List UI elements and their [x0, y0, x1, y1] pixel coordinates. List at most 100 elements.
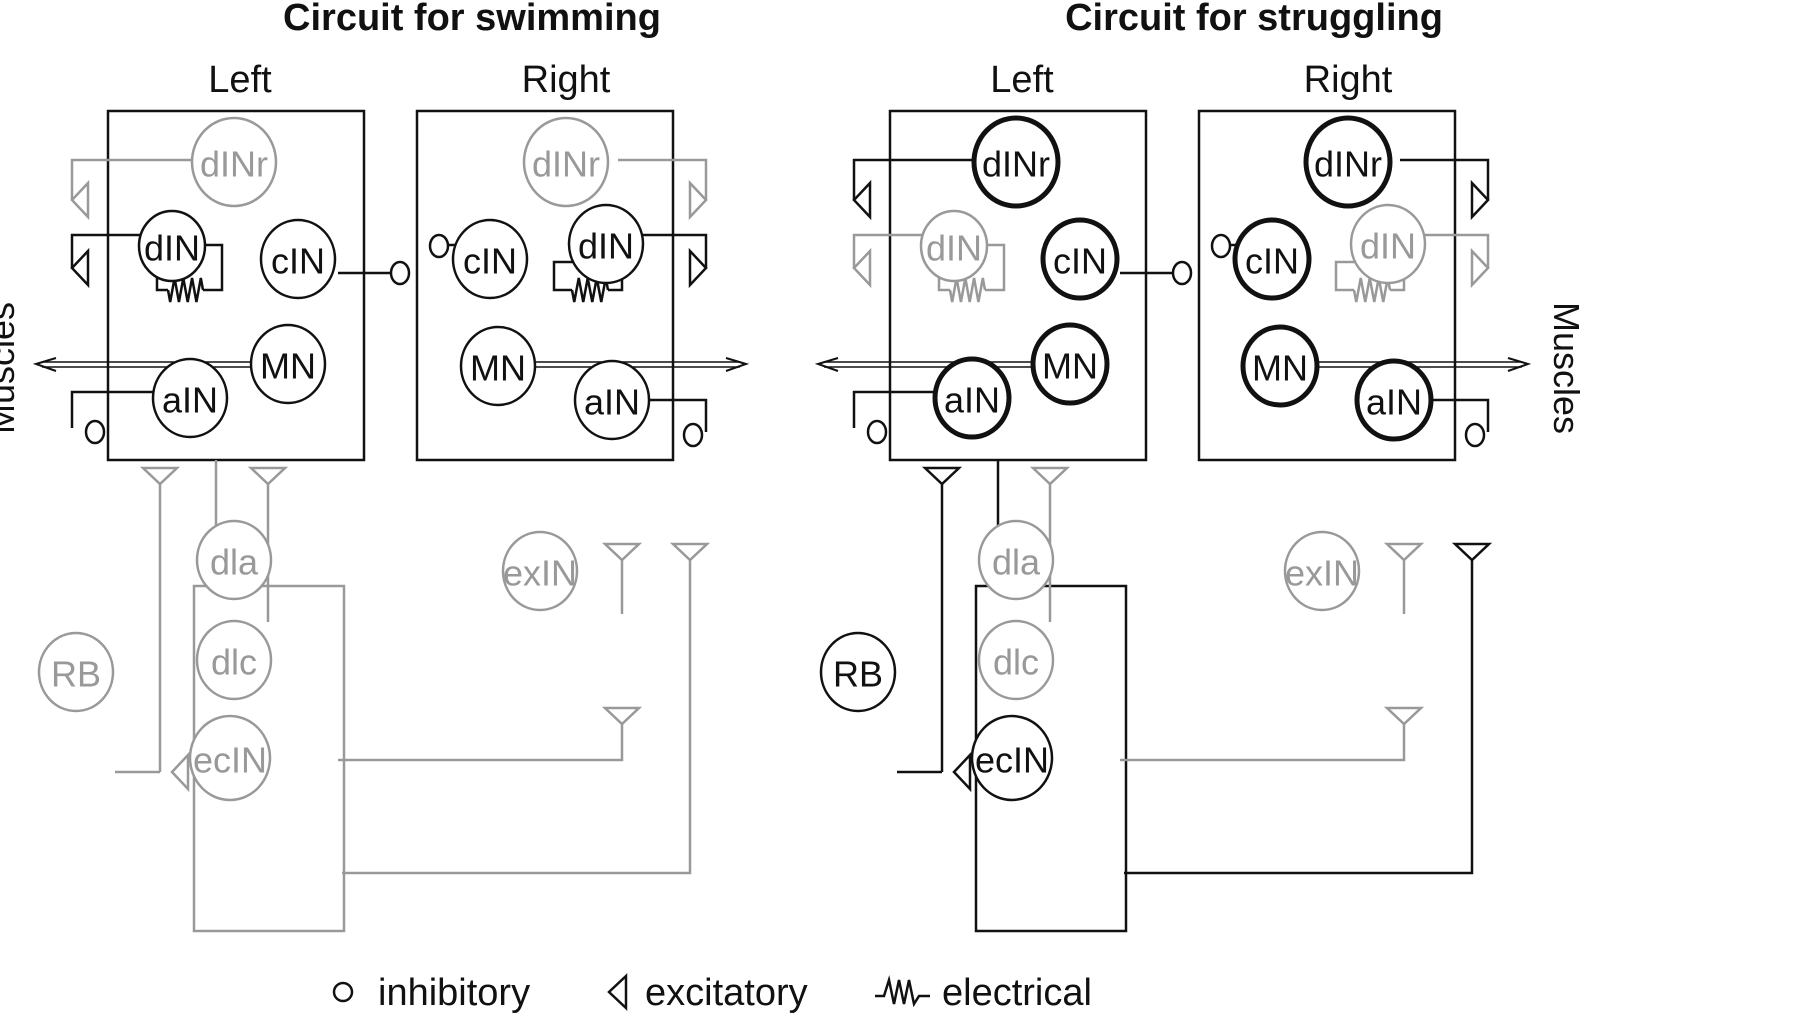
- muscles-label: Muscles: [0, 302, 22, 434]
- neuron-l-mn: MN: [1030, 322, 1110, 406]
- neuron-label: aIN: [584, 382, 640, 423]
- dlc-axon: [1120, 724, 1406, 762]
- neuron-rb: RB: [819, 631, 897, 713]
- neuron-r-cin: cIN: [451, 218, 529, 300]
- neuron-label: exIN: [1285, 553, 1359, 594]
- neuron-l-mn: MN: [249, 323, 327, 405]
- panel-title: Circuit for swimming: [283, 0, 661, 39]
- neuron-circle: [971, 115, 1061, 209]
- excitatory-synapse-icon: [1383, 706, 1425, 726]
- neuron-circle: [195, 519, 273, 601]
- arrow-left-icon: [814, 357, 839, 372]
- neuron-exin: exIN: [1283, 530, 1361, 612]
- neuron-label: cIN: [1245, 241, 1299, 282]
- arrow-left-icon: [32, 357, 57, 372]
- neuron-circle: [932, 356, 1012, 440]
- neuron-l-ain: aIN: [932, 356, 1012, 440]
- excitatory-synapse-icon: [1383, 542, 1425, 562]
- inhibitory-synapse-icon: [682, 422, 704, 448]
- neuron-circle: [459, 325, 537, 407]
- neuron-label: dINr: [982, 144, 1050, 185]
- neuron-l-ain: aIN: [151, 357, 229, 439]
- neuron-label: dlc: [993, 642, 1039, 683]
- neuron-circle: [1354, 358, 1434, 442]
- neuron-circle: [567, 203, 645, 285]
- neuron-l-cin: cIN: [1040, 217, 1120, 301]
- excitatory-synapse-icon: [70, 179, 90, 221]
- din-left-gap-wire: [985, 243, 1006, 292]
- left-hemicord-box: [888, 109, 1148, 462]
- neuron-l-cin: cIN: [259, 218, 337, 300]
- dinr-right-axon: [1400, 158, 1490, 200]
- dinr-left-axon: [852, 158, 976, 200]
- neuron-label: aIN: [944, 380, 1000, 421]
- neuron-circle: [259, 218, 337, 300]
- ain-left-axon: [70, 390, 155, 428]
- neuron-label: aIN: [1366, 382, 1422, 423]
- neuron-circle: [1240, 324, 1320, 408]
- neuron-label: RB: [51, 654, 101, 695]
- neuron-circle: [137, 209, 207, 283]
- neuron-circle: [188, 714, 272, 802]
- neuron-label: ecIN: [975, 740, 1049, 781]
- excitatory-synapse-icon: [1029, 466, 1071, 486]
- neuron-label: dINr: [1314, 144, 1382, 185]
- ecin-axon: [342, 560, 692, 875]
- neuron-r-cin: cIN: [1232, 217, 1312, 301]
- neuron-label: exIN: [503, 553, 577, 594]
- neuron-label: RB: [833, 654, 883, 695]
- inhibitory-synapse-icon: [1171, 260, 1193, 286]
- neuron-circle: [249, 323, 327, 405]
- neuron-circle: [1283, 530, 1361, 612]
- electrical-synapse-icon: [570, 277, 610, 303]
- excitatory-synapse-icon: [852, 179, 872, 221]
- dlc-axon: [338, 724, 624, 762]
- excitatory-synapse-icon: [921, 466, 963, 486]
- neuron-l-din: dIN: [919, 209, 989, 283]
- neuron-label: aIN: [162, 380, 218, 421]
- excitatory-synapse-icon: [607, 973, 628, 1011]
- inhibitory-synapse-icon: [428, 233, 450, 259]
- neuron-circle: [819, 631, 897, 713]
- dinr-left-axon: [70, 158, 194, 200]
- neuron-label: cIN: [271, 241, 325, 282]
- neuron-dlc: dlc: [195, 619, 273, 701]
- neuron-circle: [451, 218, 529, 300]
- neuron-label: MN: [260, 346, 316, 387]
- neuron-label: MN: [1252, 348, 1308, 389]
- neuron-label: cIN: [1053, 241, 1107, 282]
- excitatory-synapse-icon: [1470, 179, 1490, 221]
- electrical-synapse-icon: [875, 975, 930, 1008]
- neuron-label: cIN: [463, 241, 517, 282]
- neuron-ecin: ecIN: [970, 714, 1054, 802]
- dinr-right-axon: [618, 158, 708, 200]
- neuron-circle: [573, 359, 651, 441]
- excitatory-synapse-icon: [601, 542, 643, 562]
- din-left-axon: [852, 233, 922, 268]
- neuron-circle: [190, 116, 278, 208]
- excitatory-synapse-icon: [139, 466, 181, 486]
- ecin-axon: [1124, 560, 1474, 875]
- neuron-l-dinr: dINr: [190, 116, 278, 208]
- electrical-synapse-icon: [948, 277, 987, 303]
- inhibitory-synapse-icon: [84, 419, 106, 445]
- panel-title: Circuit for struggling: [1065, 0, 1443, 39]
- inhibitory-synapse-icon: [389, 260, 411, 286]
- neuron-circle: [977, 519, 1055, 601]
- neuron-label: MN: [470, 348, 526, 389]
- neuron-dlc: dlc: [977, 619, 1055, 701]
- neuron-label: dIN: [144, 228, 200, 269]
- arrow-right-icon: [1507, 357, 1532, 372]
- neuron-l-din: dIN: [137, 209, 207, 283]
- excitatory-synapse-icon: [1451, 542, 1493, 562]
- neuron-r-mn: MN: [459, 325, 537, 407]
- neuron-circle: [1030, 322, 1110, 406]
- excitatory-synapse-icon: [1470, 247, 1490, 289]
- legend-inhibitory-label: inhibitory: [378, 972, 530, 1014]
- excitatory-synapse-icon: [70, 247, 90, 289]
- neuron-r-mn: MN: [1240, 324, 1320, 408]
- electrical-synapse-icon: [166, 277, 205, 303]
- neuron-rb: RB: [37, 631, 115, 713]
